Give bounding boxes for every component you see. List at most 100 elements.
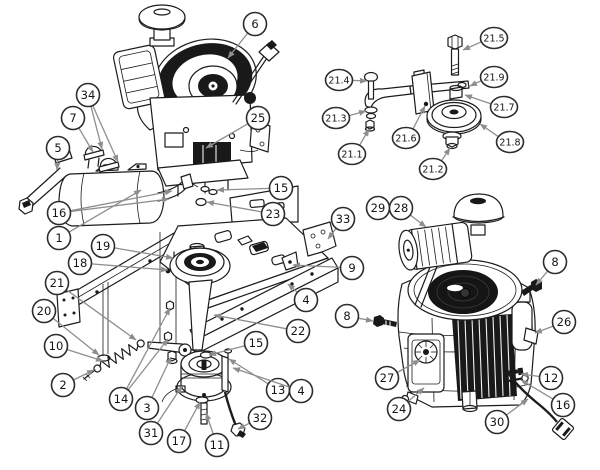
leader-line-2 (73, 369, 95, 381)
leader-line-20 (52, 317, 100, 356)
callout-bubble (479, 65, 509, 89)
leader-line-21 (65, 289, 137, 341)
callout-bubble (260, 201, 286, 227)
callout-14: 14 (108, 386, 134, 412)
leader-line-26 (534, 325, 554, 334)
callout-21.3: 21.3 (321, 106, 351, 130)
callout-16: 16 (550, 392, 576, 418)
callout-27: 27 (374, 365, 400, 391)
callout-bubble (67, 250, 93, 276)
callout-bubble (242, 11, 268, 37)
callout-number: 1 (55, 231, 62, 245)
callout-13: 13 (265, 377, 291, 403)
callout-5: 5 (45, 135, 71, 161)
callout-number: 4 (302, 293, 309, 307)
callout-number: 21.6 (395, 133, 416, 144)
leader-line-9 (292, 262, 341, 269)
leader-line-30 (505, 398, 529, 416)
leader-line-7 (78, 127, 94, 153)
leader-line-31 (156, 385, 183, 424)
callout-15: 15 (243, 330, 269, 356)
leader-line-34 (90, 105, 104, 150)
leader-line-1 (68, 189, 142, 233)
leader-line-8 (358, 316, 374, 323)
callout-bubble (484, 409, 510, 435)
callout-number: 21.5 (483, 33, 504, 44)
callout-bubble (388, 195, 414, 221)
callout-bubble (138, 420, 164, 446)
callout-21.2: 21.2 (418, 157, 448, 181)
callout-21.5: 21.5 (479, 26, 509, 50)
leader-line-34 (92, 105, 119, 163)
leader-line-19 (114, 247, 174, 260)
callout-8: 8 (334, 303, 360, 329)
callout-number: 15 (274, 181, 289, 195)
callout-3: 3 (134, 395, 160, 421)
callout-number: 21.1 (341, 149, 362, 160)
callout-number: 10 (49, 339, 64, 353)
callout-bubble (75, 82, 101, 108)
callout-bubble (90, 233, 116, 259)
leader-line-16 (520, 379, 554, 400)
callout-11: 11 (204, 432, 230, 458)
leader-line-12 (520, 371, 540, 378)
callout-30: 30 (484, 409, 510, 435)
callout-33: 33 (330, 206, 356, 232)
callout-20: 20 (31, 298, 57, 324)
leader-line-10 (66, 348, 104, 362)
callout-bubble (479, 26, 509, 50)
leader-line-14 (127, 338, 169, 391)
callout-21.6: 21.6 (391, 126, 421, 150)
leader-line-15 (216, 186, 270, 193)
callout-18: 18 (67, 250, 93, 276)
callout-number: 8 (343, 309, 350, 323)
callout-1: 1 (46, 225, 72, 251)
callout-21: 21 (44, 270, 70, 296)
callout-26: 26 (551, 309, 577, 335)
callout-number: 20 (37, 304, 52, 318)
callout-number: 6 (251, 17, 258, 31)
leader-line-21.2 (440, 147, 451, 162)
leader-line-32 (237, 422, 250, 430)
engine-rear-view (373, 193, 575, 441)
callout-number: 13 (271, 383, 286, 397)
callout-number: 16 (556, 398, 571, 412)
callout-4: 4 (288, 378, 314, 404)
callout-bubble (418, 157, 448, 181)
idler-arm-assembly (363, 34, 482, 150)
leader-line-21.5 (462, 41, 482, 51)
callout-bubble (538, 365, 564, 391)
leader-line-3 (151, 356, 172, 398)
callout-bubble (31, 298, 57, 324)
callout-number: 4 (297, 384, 304, 398)
callout-7: 7 (60, 105, 86, 131)
leader-line-21.3 (348, 109, 367, 117)
callout-bubble (204, 432, 230, 458)
callout-bubble (43, 333, 69, 359)
callout-number: 30 (490, 415, 505, 429)
callout-23: 23 (260, 201, 286, 227)
callout-number: 12 (544, 371, 559, 385)
callout-bubble (330, 206, 356, 232)
leader-line-22 (213, 313, 287, 330)
callout-bubble (293, 287, 319, 313)
leader-line-14 (125, 307, 171, 390)
callout-number: 22 (291, 324, 306, 338)
callout-16: 16 (46, 200, 72, 226)
callout-22: 22 (285, 318, 311, 344)
callout-bubble (337, 142, 367, 166)
air-cap (138, 4, 186, 47)
callout-number: 27 (380, 371, 395, 385)
leader-line-23 (206, 200, 262, 213)
exhaust-muffler (18, 145, 199, 227)
callout-29: 29 (365, 195, 391, 221)
leader-line-21.6 (412, 105, 426, 130)
callout-number: 5 (54, 141, 61, 155)
callout-bubble (44, 270, 70, 296)
callout-number: 29 (371, 201, 386, 215)
callout-number: 21.7 (493, 102, 514, 113)
callout-bubble (46, 200, 72, 226)
callout-15: 15 (268, 175, 294, 201)
